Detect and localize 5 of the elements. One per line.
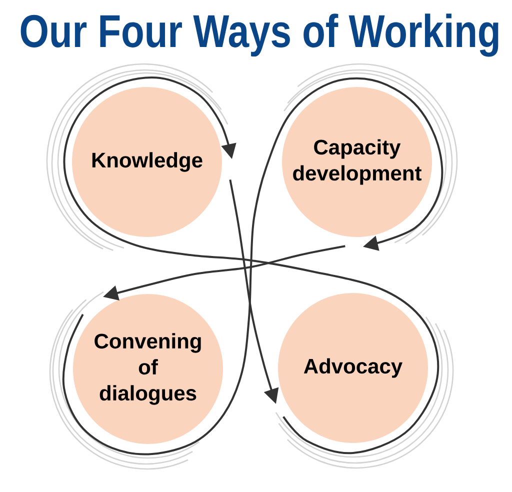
circle-node: Capacity development: [282, 87, 432, 237]
title: Our Four Ways of Working: [20, 14, 498, 57]
circle-node: Advocacy: [278, 293, 428, 443]
circle-node: Convening of dialogues: [73, 294, 223, 444]
circle-node: Knowledge: [72, 87, 222, 237]
